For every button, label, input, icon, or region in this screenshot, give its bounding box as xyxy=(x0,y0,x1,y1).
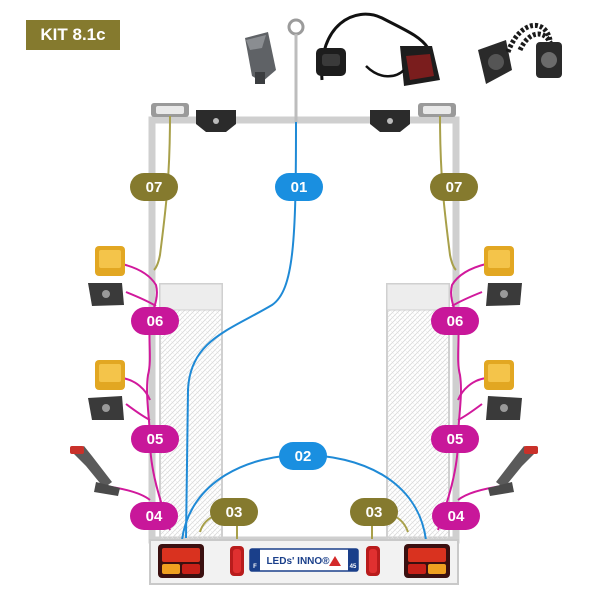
reflector-icon xyxy=(230,546,244,576)
svg-text:04: 04 xyxy=(448,508,465,525)
plate-brand: LEDs' INNO® xyxy=(266,556,330,567)
label-01: 01 xyxy=(275,173,323,201)
plate-number: 45 xyxy=(350,564,357,570)
licence-plate: F 45 LEDs' INNO® xyxy=(249,548,359,572)
svg-text:04: 04 xyxy=(146,508,163,525)
cable-01 xyxy=(185,121,297,539)
label-04-left: 04 xyxy=(130,502,178,530)
svg-text:01: 01 xyxy=(291,179,308,196)
svg-text:05: 05 xyxy=(447,431,464,448)
rear-combination-lamp-icon xyxy=(158,544,204,578)
front-clearance-lamp-right-icon xyxy=(418,103,456,117)
rear-combination-lamp-icon xyxy=(404,544,450,578)
marker-bracket-icon xyxy=(88,396,124,420)
label-06-left: 06 xyxy=(131,307,179,335)
outline-marker-lamp-icon xyxy=(488,446,538,496)
cable-07-right xyxy=(439,115,457,271)
cable-07-left xyxy=(153,115,171,271)
svg-text:03: 03 xyxy=(366,504,383,521)
svg-text:06: 06 xyxy=(147,313,164,330)
warning-triangle-icon xyxy=(329,556,341,566)
label-05-left: 05 xyxy=(131,425,179,453)
label-03-right: 03 xyxy=(350,498,398,526)
kit-title-badge: KIT 8.1c xyxy=(26,20,120,50)
label-07-right: 07 xyxy=(430,173,478,201)
outline-marker-lamp-icon xyxy=(70,446,120,496)
svg-text:03: 03 xyxy=(226,504,243,521)
label-02: 02 xyxy=(279,442,327,470)
marker-bracket-icon xyxy=(486,283,522,306)
amber-side-marker-icon xyxy=(484,360,514,390)
svg-text:05: 05 xyxy=(147,431,164,448)
label-05-right: 05 xyxy=(431,425,479,453)
front-clearance-lamp-left-icon xyxy=(151,103,189,117)
cable-magenta-right xyxy=(437,263,487,531)
marker-bracket-icon xyxy=(88,283,124,306)
marker-bracket-icon xyxy=(486,396,522,420)
svg-text:07: 07 xyxy=(446,179,463,196)
amber-side-marker-icon xyxy=(484,246,514,276)
front-bracket-right-icon xyxy=(370,110,410,132)
drawbar-hook-icon xyxy=(287,18,305,122)
cable-magenta-left xyxy=(121,263,171,531)
socket-13pin-icon xyxy=(316,12,440,86)
coiled-cable-plug-icon xyxy=(478,23,562,84)
svg-text:07: 07 xyxy=(146,179,163,196)
label-06-right: 06 xyxy=(431,307,479,335)
label-07-left: 07 xyxy=(130,173,178,201)
svg-text:02: 02 xyxy=(295,448,312,465)
plate-country: F xyxy=(253,564,257,570)
front-bracket-left-icon xyxy=(196,110,236,132)
label-04-right: 04 xyxy=(432,502,480,530)
amber-side-marker-icon xyxy=(95,360,125,390)
reflector-icon xyxy=(366,546,380,576)
svg-text:06: 06 xyxy=(447,313,464,330)
amber-side-marker-icon xyxy=(95,246,125,276)
label-03-left: 03 xyxy=(210,498,258,526)
plug-7pin-icon xyxy=(245,32,276,84)
